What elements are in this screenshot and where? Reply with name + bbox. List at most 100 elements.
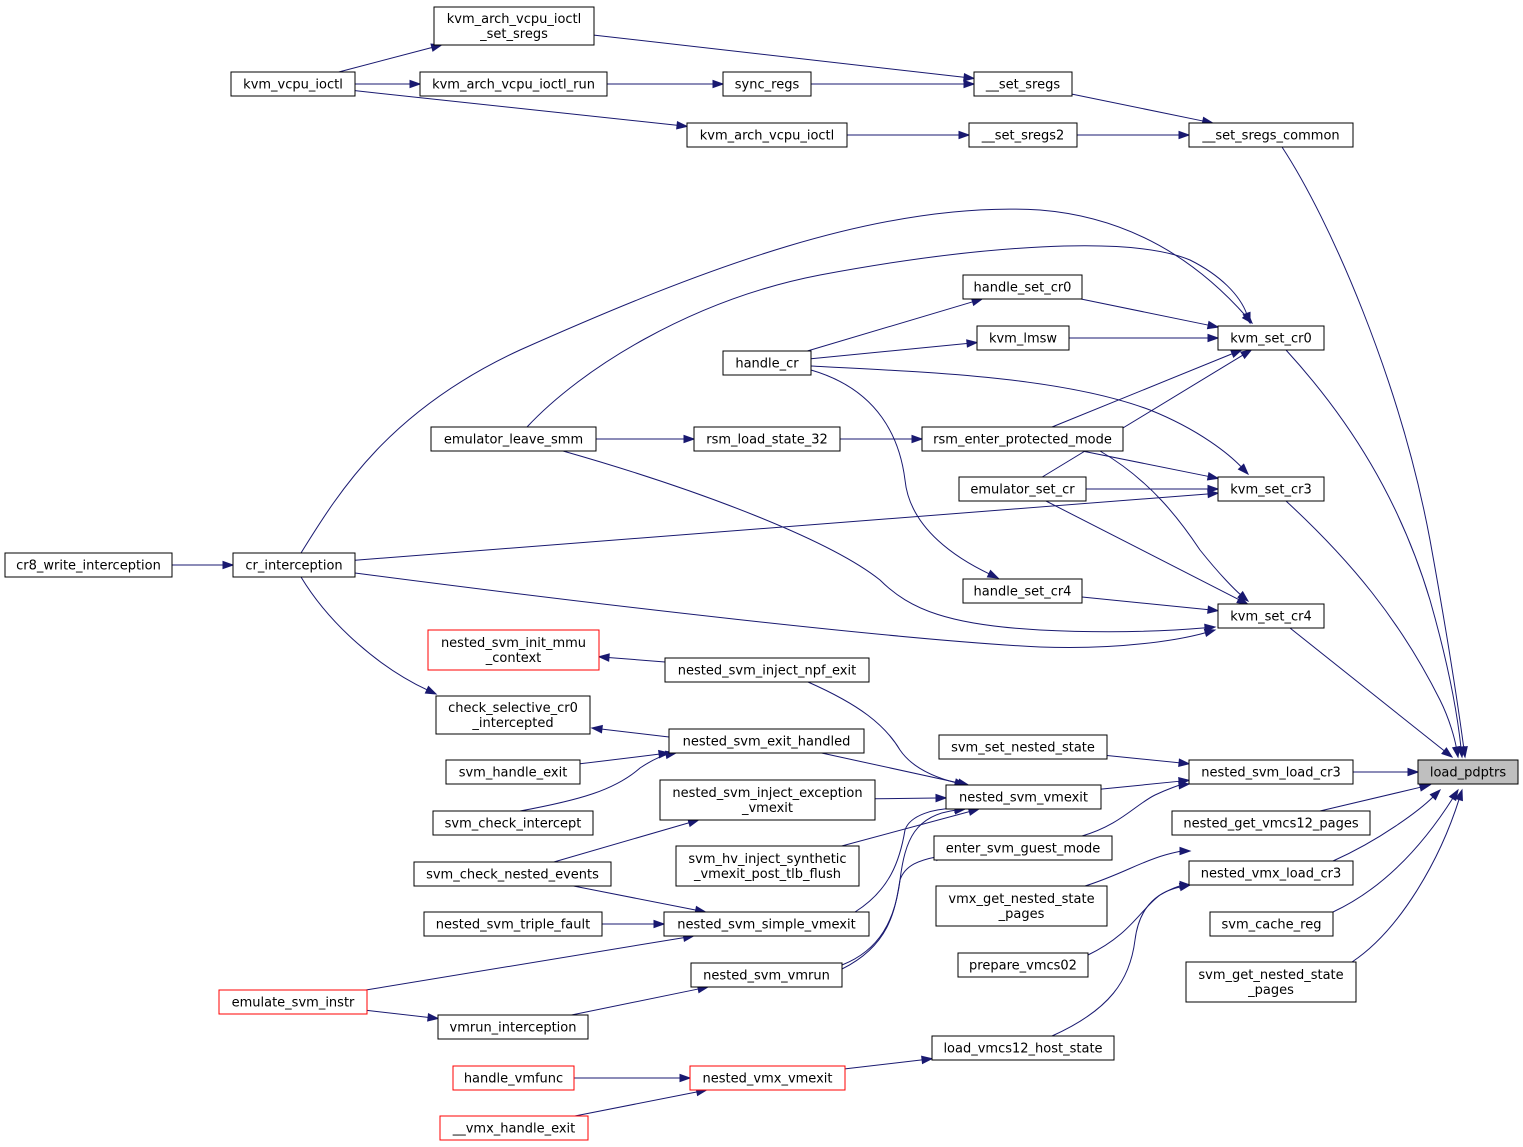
node-kvm-set-cr0[interactable]: kvm_set_cr0 [1217, 325, 1325, 351]
node-handle-cr[interactable]: handle_cr [722, 350, 812, 376]
node-label: kvm_vcpu_ioctl [243, 78, 343, 93]
arrowhead [1407, 767, 1420, 777]
arrowhead [1207, 489, 1220, 499]
node-nested-svm-vmrun[interactable]: nested_svm_vmrun [690, 962, 843, 988]
edge-handle_cr-to-kvm_lmsw [810, 339, 979, 360]
node-kvm-arch-vcpu-ioctl-set-sregs[interactable]: kvm_arch_vcpu_ioctl_set_sregs [433, 6, 595, 46]
arrowhead [590, 724, 603, 734]
edge-svm_check_nested_events-to-nested_svm_inject_exception_vmexit [553, 818, 700, 863]
node-rsm-load-state-32[interactable]: rsm_load_state_32 [693, 426, 841, 452]
node-box [968, 122, 1078, 148]
node-rsm-enter-protected-mode[interactable]: rsm_enter_protected_mode [921, 426, 1124, 452]
node-label: _vmexit_post_tlb_flush [693, 867, 841, 882]
node-check-selective-cr0-intercepted[interactable]: check_selective_cr0_intercepted [435, 695, 591, 735]
node-handle-vmfunc[interactable]: handle_vmfunc [452, 1065, 575, 1091]
edge-cr_interception-to-check_selective_cr0_intercepted [300, 576, 438, 695]
node-svm-check-intercept[interactable]: svm_check_intercept [432, 810, 594, 836]
node-svm-hv-inject-synthetic-vmexit-post-tlb-flush[interactable]: svm_hv_inject_synthetic_vmexit_post_tlb_… [675, 845, 860, 887]
node-box [1188, 122, 1354, 148]
node-label: handle_vmfunc [464, 1072, 563, 1087]
node-nested-svm-inject-npf-exit[interactable]: nested_svm_inject_npf_exit [664, 657, 870, 683]
node-label: rsm_enter_protected_mode [933, 433, 1112, 448]
node-label: svm_check_intercept [445, 817, 582, 832]
node-nested-get-vmcs12-pages[interactable]: nested_get_vmcs12_pages [1171, 810, 1371, 836]
node-nested-svm-vmexit[interactable]: nested_svm_vmexit [945, 784, 1102, 810]
node-label: kvm_arch_vcpu_ioctl [700, 129, 835, 144]
edge-svm_set_nested_state-to-nested_svm_load_cr3 [1106, 754, 1191, 767]
node-label: nested_svm_init_mmu [441, 636, 586, 651]
node-svm-handle-exit[interactable]: svm_handle_exit [445, 759, 581, 785]
node-cr-interception[interactable]: cr_interception [232, 552, 356, 578]
node-emulator-set-cr[interactable]: emulator_set_cr [958, 476, 1087, 502]
node-label: vmrun_interception [450, 1021, 577, 1036]
node-kvm-set-cr4[interactable]: kvm_set_cr4 [1217, 603, 1325, 629]
edge-emulator_leave_smm-to-rsm_load_state_32 [596, 434, 696, 444]
node-handle-set-cr0[interactable]: handle_set_cr0 [962, 274, 1083, 300]
arrowhead [1429, 788, 1442, 801]
node-svm-check-nested-events[interactable]: svm_check_nested_events [413, 861, 612, 887]
node-nested-svm-load-cr3[interactable]: nested_svm_load_cr3 [1188, 759, 1354, 785]
arrowhead [1178, 758, 1191, 767]
node-prepare-vmcs02[interactable]: prepare_vmcs02 [957, 952, 1089, 978]
arrowhead [222, 560, 235, 570]
node-kvm-vcpu-ioctl[interactable]: kvm_vcpu_ioctl [230, 71, 356, 97]
arrowhead [683, 434, 696, 444]
node-box [962, 274, 1083, 300]
edge-nested_svm_exit_handled-to-check_selective_cr0_intercepted [590, 724, 670, 738]
node-set-sregs-common[interactable]: __set_sregs_common [1188, 122, 1354, 148]
node-vmx-get-nested-state-pages[interactable]: vmx_get_nested_state_pages [935, 885, 1108, 927]
edge-vmx_handle_exit-to-nested_vmx_vmexit [574, 1087, 709, 1117]
edge-cr_interception-to-kvm_set_cr4 [354, 572, 1217, 649]
node-emulate-svm-instr[interactable]: emulate_svm_instr [218, 989, 368, 1015]
node-box [958, 476, 1087, 502]
node-box [232, 552, 356, 578]
node-svm-get-nested-state-pages[interactable]: svm_get_nested_state_pages [1185, 961, 1357, 1003]
node-set-sregs[interactable]: __set_sregs [973, 71, 1073, 97]
node-svm-cache-reg[interactable]: svm_cache_reg [1209, 911, 1334, 937]
node-label: _intercepted [471, 716, 553, 731]
arrowhead [1207, 333, 1220, 343]
node-sync-regs[interactable]: sync_regs [722, 71, 812, 97]
node-enter-svm-guest-mode[interactable]: enter_svm_guest_mode [933, 835, 1113, 861]
node-vmrun-interception[interactable]: vmrun_interception [437, 1014, 589, 1040]
node-set-sregs2[interactable]: __set_sregs2 [968, 122, 1078, 148]
node-nested-svm-triple-fault[interactable]: nested_svm_triple_fault [423, 911, 603, 937]
node-label: __vmx_handle_exit [452, 1122, 576, 1137]
node-label: emulate_svm_instr [232, 996, 355, 1011]
node-box [433, 6, 595, 46]
edge-nested_svm_triple_fault-to-nested_svm_simple_vmexit [602, 919, 666, 929]
node-emulator-leave-smm[interactable]: emulator_leave_smm [430, 426, 597, 452]
node-box [439, 1115, 589, 1141]
arrowhead [1441, 747, 1454, 758]
node-vmx-handle-exit[interactable]: __vmx_handle_exit [439, 1115, 589, 1141]
node-handle-set-cr4[interactable]: handle_set_cr4 [962, 578, 1083, 604]
arrowhead [427, 1013, 440, 1022]
node-label: _context [485, 651, 542, 666]
node-box [693, 426, 841, 452]
node-kvm-arch-vcpu-ioctl[interactable]: kvm_arch_vcpu_ioctl [686, 122, 848, 148]
node-svm-set-nested-state[interactable]: svm_set_nested_state [938, 734, 1108, 760]
node-kvm-set-cr3[interactable]: kvm_set_cr3 [1217, 476, 1325, 502]
node-box [1188, 860, 1354, 886]
node-nested-vmx-load-cr3[interactable]: nested_vmx_load_cr3 [1188, 860, 1354, 886]
edge-cr_interception-to-kvm_set_cr0 [300, 208, 1253, 554]
node-nested-svm-inject-exception-vmexit[interactable]: nested_svm_inject_exception_vmexit [659, 779, 876, 821]
node-label: nested_get_vmcs12_pages [1183, 817, 1358, 832]
node-box [976, 325, 1070, 351]
arrowhead [911, 434, 924, 444]
arrowhead [966, 339, 979, 348]
node-cr8-write-interception[interactable]: cr8_write_interception [4, 552, 173, 578]
node-nested-svm-simple-vmexit[interactable]: nested_svm_simple_vmexit [663, 911, 870, 937]
node-load-pdptrs[interactable]: load_pdptrs [1417, 759, 1519, 785]
node-nested-svm-init-mmu-context[interactable]: nested_svm_init_mmu_context [427, 629, 600, 671]
node-kvm-arch-vcpu-ioctl-run[interactable]: kvm_arch_vcpu_ioctl_run [419, 71, 608, 97]
edge-svm_check_nested_events-to-nested_svm_simple_vmexit [573, 885, 707, 915]
arrowhead [1178, 130, 1191, 140]
node-label: _pages [998, 907, 1045, 922]
node-kvm-lmsw[interactable]: kvm_lmsw [976, 325, 1070, 351]
node-nested-vmx-vmexit[interactable]: nested_vmx_vmexit [689, 1065, 846, 1091]
node-nested-svm-exit-handled[interactable]: nested_svm_exit_handled [668, 728, 865, 754]
node-box [973, 71, 1073, 97]
node-load-vmcs12-host-state[interactable]: load_vmcs12_host_state [931, 1035, 1115, 1061]
arrowhead [424, 685, 438, 695]
